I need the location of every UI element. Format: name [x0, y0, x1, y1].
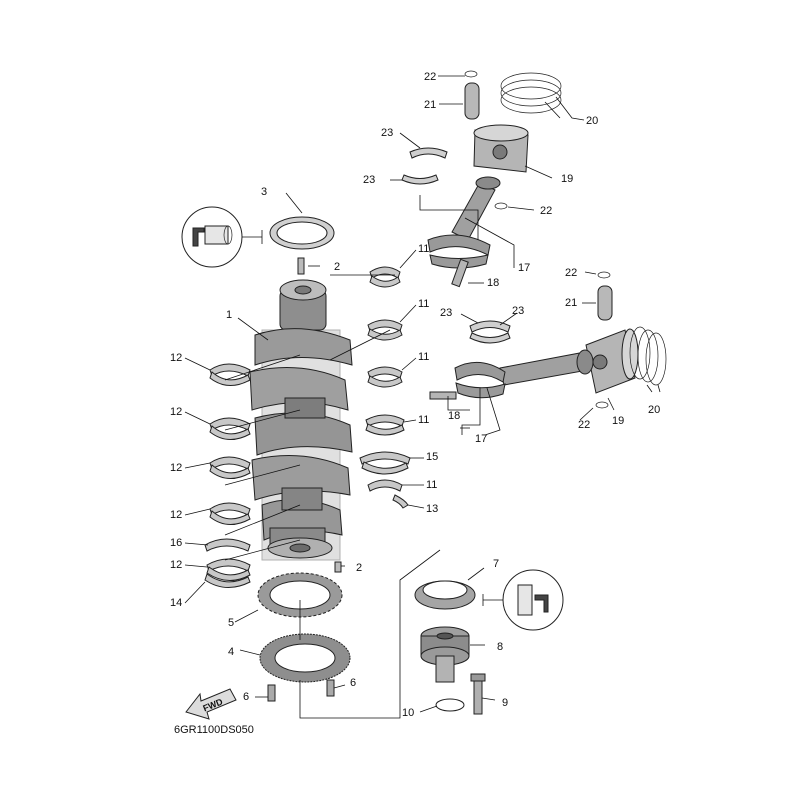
- callout-5: 5: [228, 617, 234, 629]
- conrod-right: [454, 349, 594, 399]
- callout-19-top: 19: [561, 173, 573, 185]
- callout-17-bottom: 17: [475, 433, 487, 445]
- main-bearings-right: [359, 266, 411, 509]
- callout-16: 16: [170, 537, 182, 549]
- conrod-bolt-right: [429, 391, 457, 400]
- oil-seal-rear: [414, 580, 476, 610]
- callout-2-top: 2: [334, 261, 340, 273]
- drive-gear-4: [259, 633, 351, 683]
- callout-20-top: 20: [586, 115, 598, 127]
- callout-22-b: 22: [540, 205, 552, 217]
- o-ring-10: [435, 698, 465, 712]
- callout-12-a: 12: [170, 352, 182, 364]
- conrod-bolt-upper: [451, 258, 469, 288]
- callout-22-a: 22: [424, 71, 436, 83]
- callout-12-b: 12: [170, 406, 182, 418]
- callout-22-c: 22: [565, 267, 577, 279]
- timing-rotor-5: [257, 572, 343, 618]
- callout-18-top: 18: [487, 277, 499, 289]
- crankshaft: [249, 279, 353, 561]
- callout-12-c: 12: [170, 462, 182, 474]
- callout-21-top: 21: [424, 99, 436, 111]
- callout-13: 13: [426, 503, 438, 515]
- callout-22-d: 22: [578, 419, 590, 431]
- coupling-hub-8: [420, 626, 470, 683]
- piston-rings-right: [629, 326, 667, 386]
- dowel-pins: [297, 257, 342, 573]
- callout-11-d: 11: [418, 414, 429, 426]
- oil-seal-front: [269, 216, 335, 250]
- callout-6-left: 6: [243, 691, 249, 703]
- bolts-6: [267, 679, 335, 702]
- callout-9: 9: [502, 697, 508, 709]
- callout-15: 15: [426, 451, 438, 463]
- callout-8: 8: [497, 641, 503, 653]
- callout-7: 7: [493, 558, 499, 570]
- callout-1: 1: [226, 309, 232, 321]
- callout-2-bottom: 2: [356, 562, 362, 574]
- leader-lines: [184, 75, 661, 719]
- main-bearings-left: [204, 363, 251, 588]
- callout-14: 14: [170, 597, 182, 609]
- conrod-bearings-upper: [401, 147, 448, 185]
- piston-upper: [473, 124, 529, 173]
- piston-pin-right: [597, 285, 613, 321]
- callout-23-a: 23: [381, 127, 393, 139]
- callout-4: 4: [228, 646, 234, 658]
- callout-11-b: 11: [418, 298, 429, 310]
- seal-detail-circle-top: [181, 206, 263, 268]
- drawing-code: 6GR1100DS050: [174, 724, 254, 736]
- callout-11-c: 11: [418, 351, 429, 363]
- callout-23-d: 23: [512, 305, 524, 317]
- callout-12-e: 12: [170, 559, 182, 571]
- callout-11-e: 11: [426, 479, 437, 491]
- callout-labels: 1 2 2 3 4 5 6 6 7 8 9 10 11 11 11 11 11 …: [170, 71, 660, 736]
- bolt-9: [470, 673, 486, 715]
- callout-6-right: 6: [350, 677, 356, 689]
- seal-detail-circle-bottom: [482, 569, 564, 631]
- callout-21-bottom: 21: [565, 297, 577, 309]
- callout-23-b: 23: [363, 174, 375, 186]
- callout-11-a: 11: [418, 243, 429, 255]
- circlips-right: [595, 271, 611, 409]
- piston-rings-upper: [500, 72, 562, 114]
- callout-23-c: 23: [440, 307, 452, 319]
- piston-pin-upper: [464, 82, 480, 120]
- conrod-upper: [427, 176, 501, 269]
- callout-10: 10: [402, 707, 414, 719]
- callout-20-bottom: 20: [648, 404, 660, 416]
- fwd-arrow: [185, 688, 237, 720]
- callout-17-top: 17: [518, 262, 530, 274]
- callout-3: 3: [261, 186, 267, 198]
- callout-19-bottom: 19: [612, 415, 624, 427]
- callout-18-bottom: 18: [448, 410, 460, 422]
- circlips-upper: [464, 70, 508, 210]
- callout-12-d: 12: [170, 509, 182, 521]
- conrod-bearings-right: [469, 320, 511, 344]
